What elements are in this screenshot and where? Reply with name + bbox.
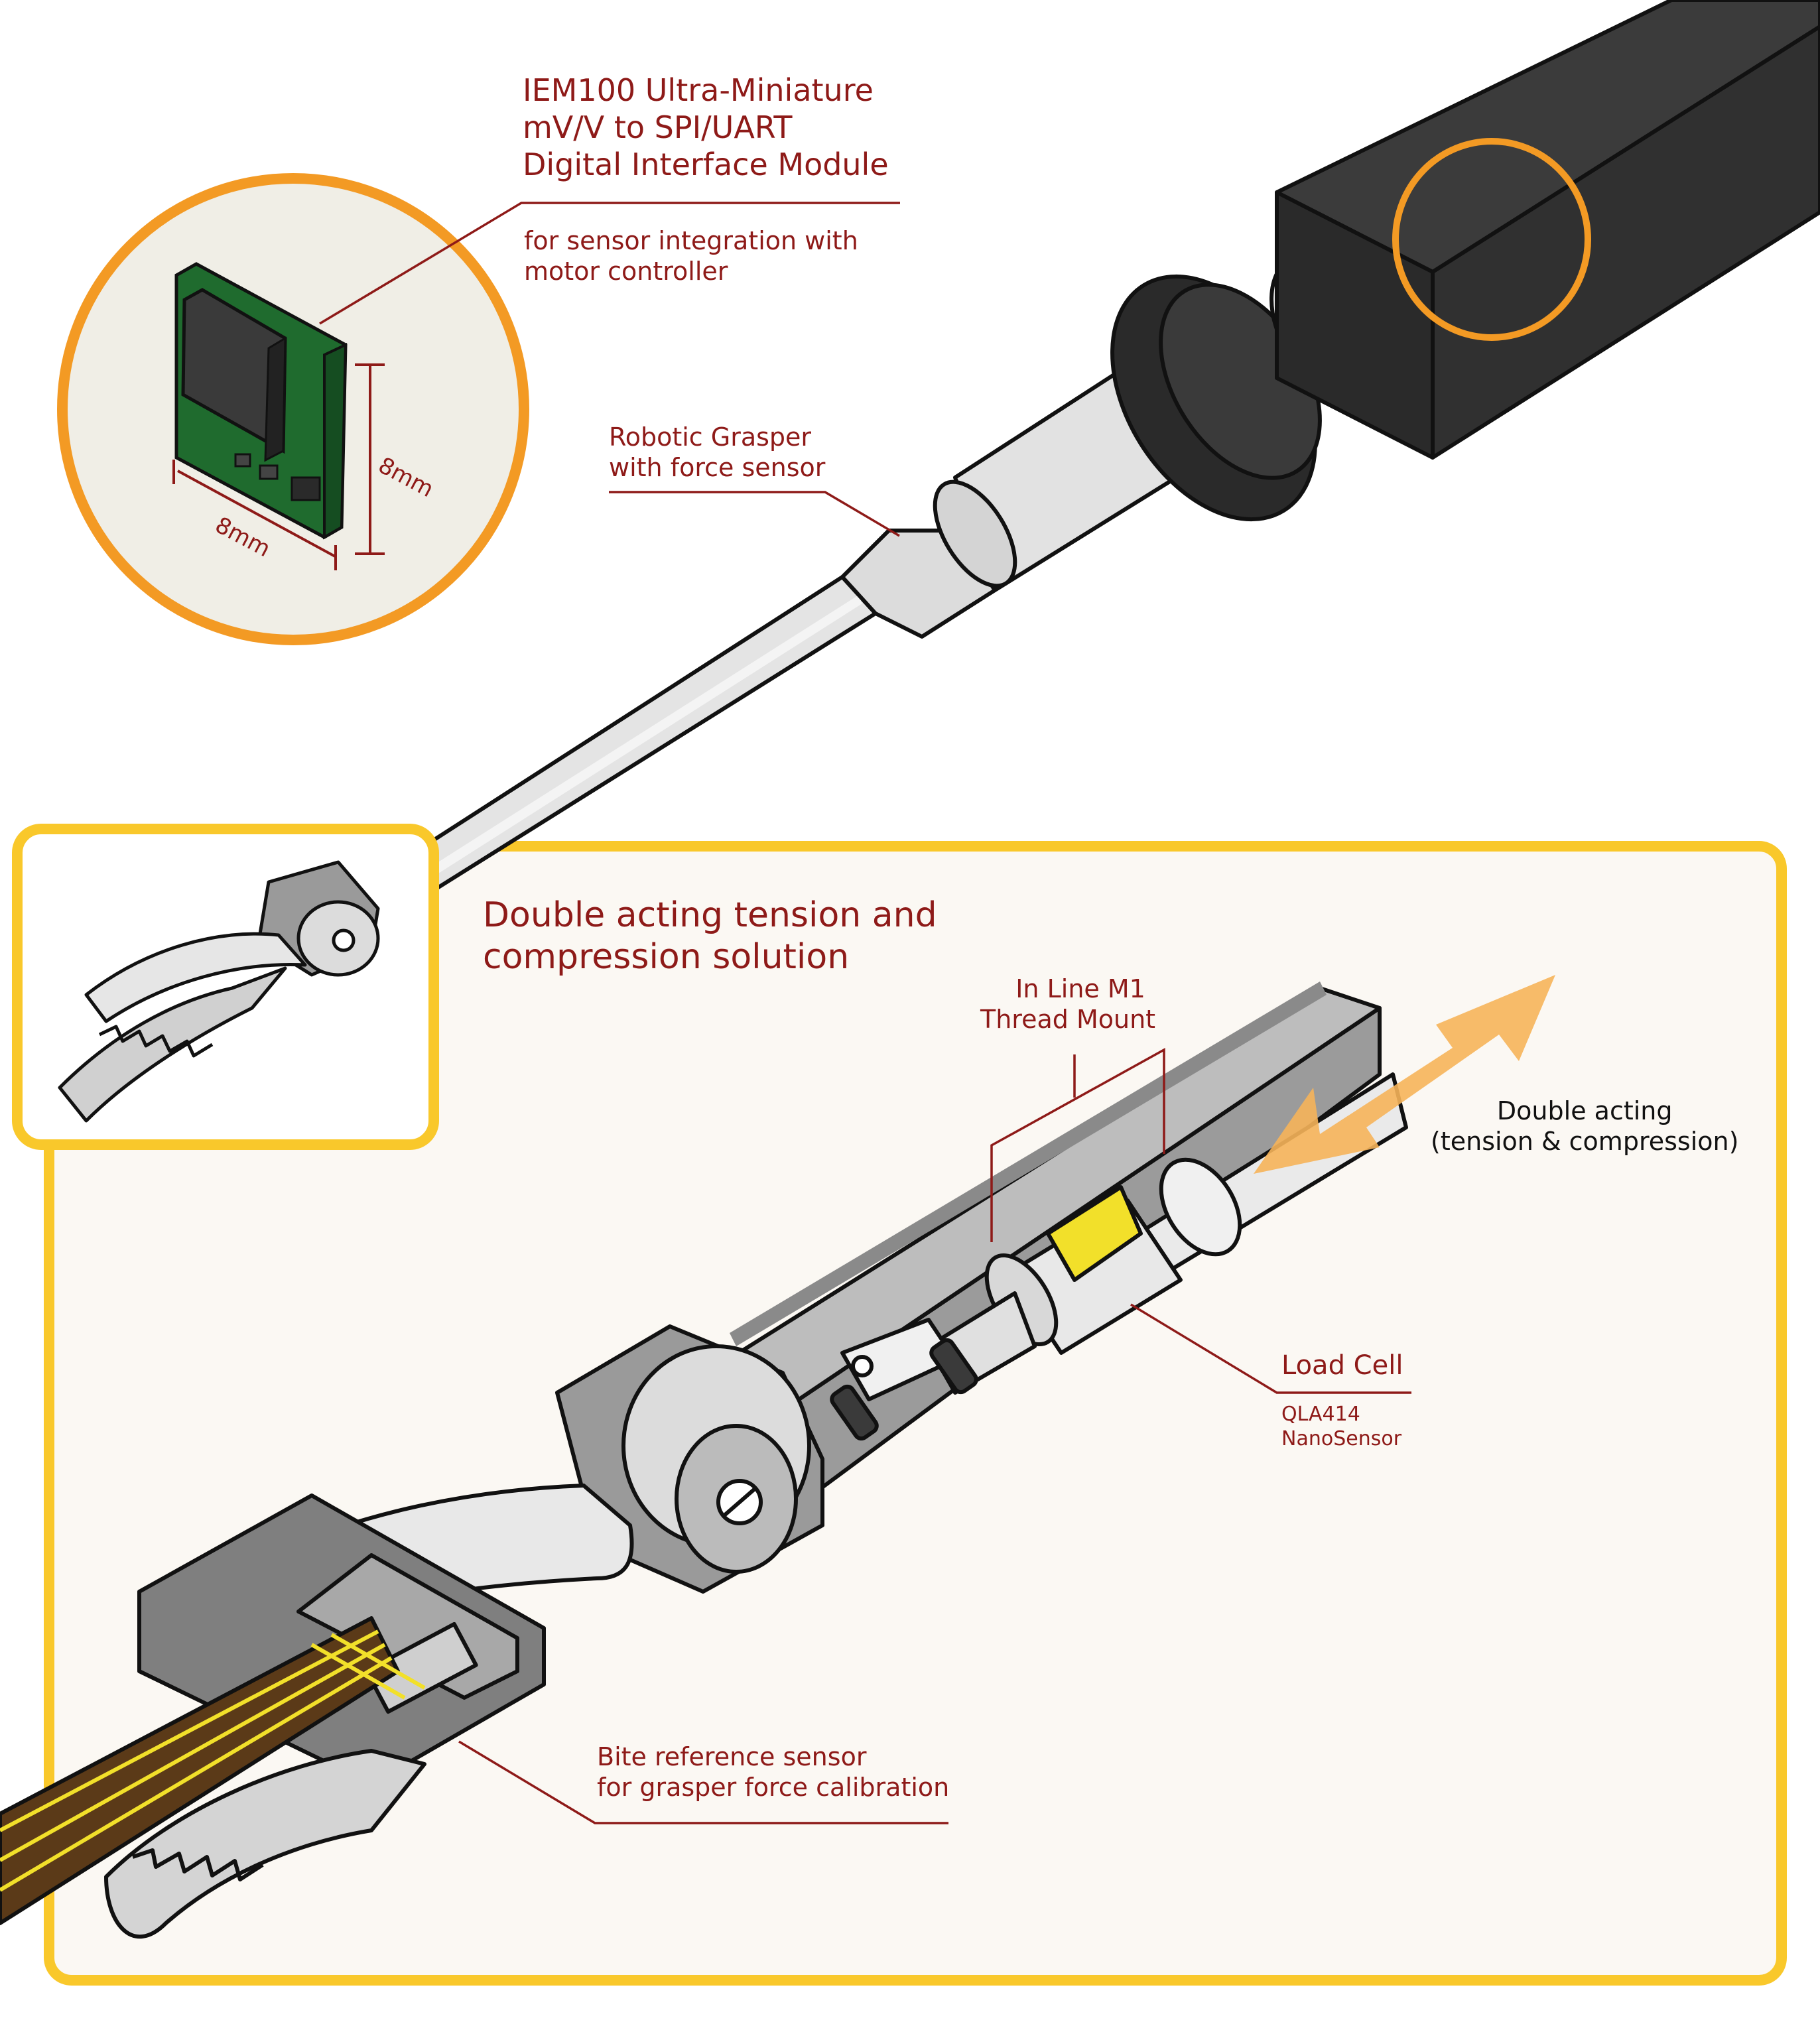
grasper-leader (609, 491, 900, 537)
module-subtitle: for sensor integration with motor contro… (524, 226, 858, 286)
bite-sensor-label: Bite reference sensor for grasper force … (597, 1742, 950, 1803)
load-cell-subtitle: QLA414 NanoSensor (1281, 1403, 1402, 1450)
instrument-cutaway (0, 982, 1408, 1939)
module-inset (57, 173, 900, 645)
thread-mount-label: In Line M1 Thread Mount (980, 974, 1156, 1035)
panel-heading: Double acting tension and compression so… (483, 895, 937, 978)
double-acting-label: Double acting (tension & compression) (1431, 1096, 1739, 1157)
grasper-label: Robotic Grasper with force sensor (609, 422, 826, 483)
load-cell-title: Load Cell (1281, 1350, 1403, 1381)
handle-highlight-ring (1392, 138, 1591, 341)
double-acting-arrow-icon (1254, 975, 1555, 1174)
module-title: IEM100 Ultra-Miniature mV/V to SPI/UART … (523, 72, 889, 183)
jaw-inset (12, 824, 439, 1150)
robotic-grasper-shaft (356, 0, 1820, 927)
panel-leaders (458, 1048, 1411, 1824)
